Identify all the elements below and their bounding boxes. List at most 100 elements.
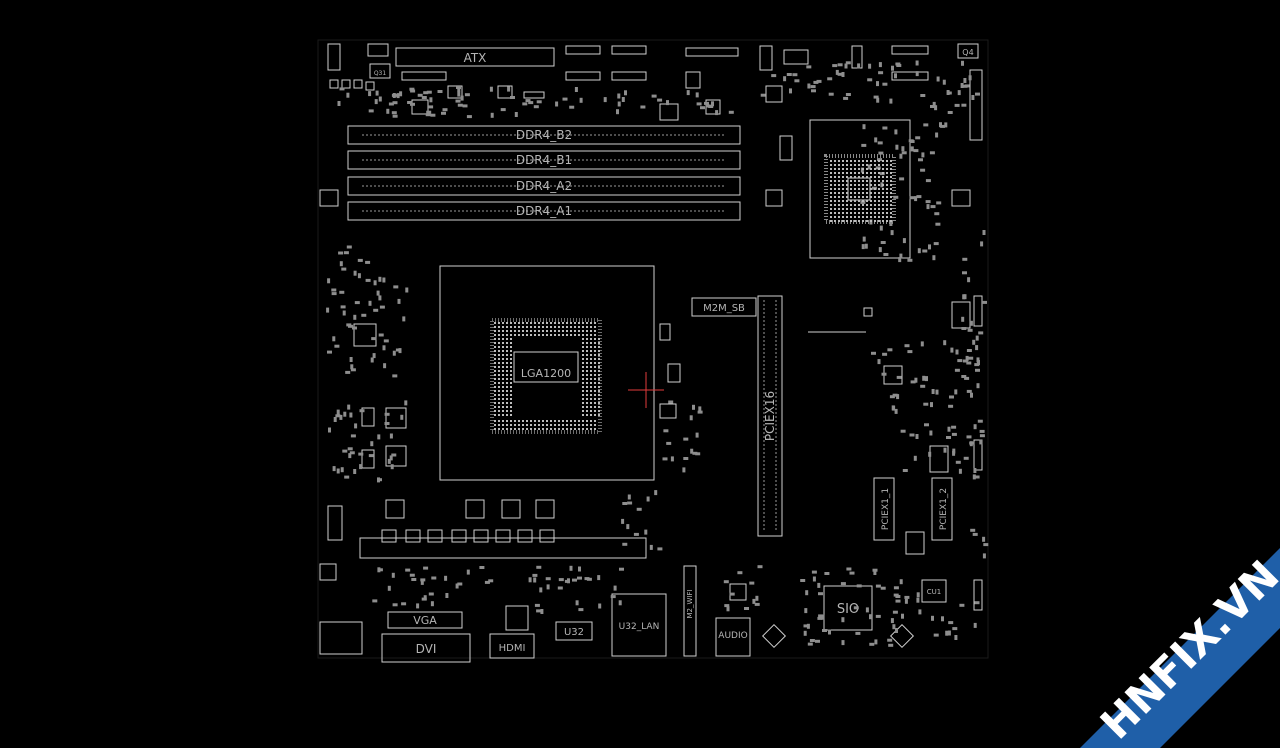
hm-chip — [505, 605, 529, 631]
bga-ball — [890, 188, 892, 190]
bga-ball — [506, 334, 508, 336]
pciex16-slot[interactable]: PCIEX16 — [757, 295, 783, 537]
smd-pad — [627, 501, 633, 505]
smd-pad — [817, 616, 823, 620]
smd-pad — [666, 100, 669, 106]
smd-pad — [528, 577, 532, 583]
ddr4-slot-a1[interactable]: DDR4_A1 — [347, 201, 741, 221]
bga-ball — [522, 334, 524, 336]
sio-chip[interactable]: SIO — [823, 585, 873, 631]
bga-ball — [530, 420, 532, 422]
bga-ball — [586, 424, 588, 426]
bga-ball — [870, 184, 872, 186]
bga-ball — [586, 358, 588, 360]
lower-header-strip — [359, 529, 647, 559]
u32-lan-connector[interactable]: U32_LAN — [611, 593, 667, 657]
bga-ball — [838, 168, 840, 170]
bga-ball — [834, 212, 836, 214]
smd-pad — [969, 320, 973, 326]
bga-ball — [590, 390, 592, 392]
smd-pad — [374, 99, 378, 105]
m2-connector[interactable]: M2M_SB — [691, 297, 757, 317]
smd-pad — [575, 600, 579, 606]
smd-pad — [339, 414, 343, 420]
bga-ball — [586, 374, 588, 376]
smd-pad — [346, 245, 352, 249]
smd-pad — [349, 412, 353, 418]
smd-pad — [978, 331, 984, 335]
smd-pad — [901, 146, 905, 152]
smd-pad — [961, 103, 967, 107]
m2-wifi-connector[interactable]: M2_WIFI — [683, 565, 697, 657]
bga-ball — [566, 428, 568, 430]
smd-pad — [352, 326, 357, 330]
bga-ball — [846, 192, 848, 194]
bga-ball — [590, 362, 592, 364]
smd-pad — [613, 585, 617, 591]
bga-ball — [878, 184, 880, 186]
smd-pad — [377, 434, 381, 440]
bga-ball — [494, 428, 496, 430]
ddr4-slot-b1[interactable]: DDR4_B1 — [347, 150, 741, 170]
dvi-connector[interactable]: DVI — [381, 633, 471, 663]
bga-ball — [510, 326, 512, 328]
bga-ball — [594, 366, 596, 368]
ddr4-slot-a2[interactable]: DDR4_A2 — [347, 176, 741, 196]
smd-pad — [425, 113, 431, 117]
cpu-socket[interactable]: LGA1200 — [439, 265, 655, 481]
bga-ball — [858, 208, 860, 210]
bga-ball — [850, 208, 852, 210]
smd-pad — [457, 87, 461, 92]
smd-pad — [654, 490, 658, 496]
smd-pad — [379, 305, 385, 309]
bga-ball — [850, 188, 852, 190]
bga-ball — [518, 420, 520, 422]
smd-pad — [813, 80, 819, 84]
smd-pad — [918, 609, 922, 615]
smd-pad — [370, 357, 374, 363]
smd-pad — [353, 469, 357, 474]
bga-ball — [598, 378, 600, 380]
bga-ball — [838, 188, 840, 190]
bga-ball — [850, 192, 852, 194]
left-lower-ic — [319, 563, 337, 581]
bga-ball — [506, 378, 508, 380]
hdmi-connector[interactable]: HDMI — [489, 633, 535, 659]
smd-pad — [783, 76, 787, 82]
bga-ball — [854, 172, 856, 174]
smd-pad — [816, 79, 822, 83]
cu1-chip[interactable]: CU1 — [921, 579, 947, 603]
smd-pad — [622, 542, 628, 546]
smd-pad — [843, 96, 849, 100]
u32-connector[interactable]: U32 — [555, 621, 593, 641]
smd-pad — [962, 271, 967, 275]
vga-connector[interactable]: VGA — [387, 611, 463, 629]
bga-ball — [522, 330, 524, 332]
smd-pad — [572, 578, 577, 582]
bga-ball — [578, 424, 580, 426]
pciex1-slot-1[interactable]: PCIEX1_1 — [873, 477, 895, 541]
smd-pad — [340, 305, 346, 309]
bga-ball — [514, 424, 516, 426]
bga-ball — [830, 188, 832, 190]
bga-ball — [538, 424, 540, 426]
smd-pad — [662, 457, 668, 461]
bga-ball — [502, 374, 504, 376]
atx-connector[interactable]: ATX — [395, 47, 555, 67]
smd-pad — [867, 164, 871, 170]
bga-ball — [506, 362, 508, 364]
pciex1-slot-2[interactable]: PCIEX1_2 — [931, 477, 953, 541]
smd-pad — [708, 105, 714, 108]
ddr4-slot-b2[interactable]: DDR4_B2 — [347, 125, 741, 145]
bga-ball — [514, 322, 516, 324]
bga-ball — [838, 176, 840, 178]
bga-ball — [546, 334, 548, 336]
bga-ball — [522, 322, 524, 324]
smd-pad — [936, 76, 940, 82]
audio-connector[interactable]: AUDIO — [715, 617, 751, 657]
smd-pad — [376, 290, 380, 296]
bga-ball — [878, 172, 880, 174]
bga-ball — [866, 204, 868, 206]
bga-ball — [530, 326, 532, 328]
